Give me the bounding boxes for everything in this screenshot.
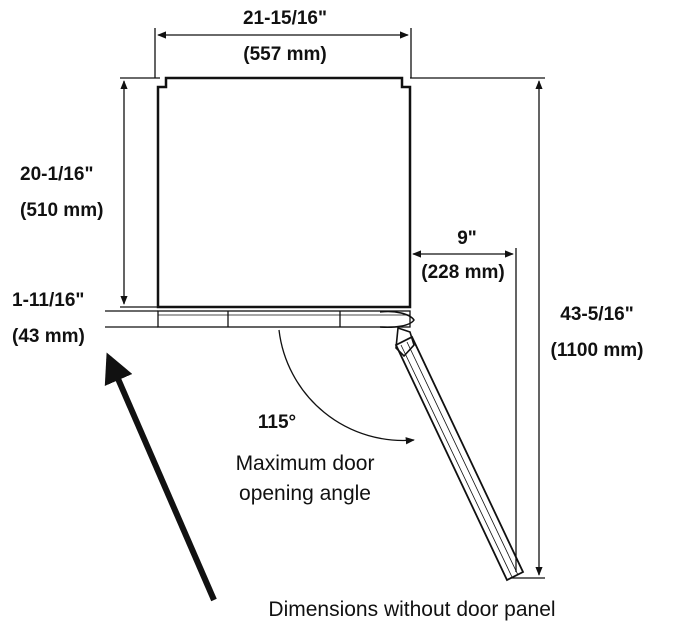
width-imperial-label: 21-15/16": [243, 8, 327, 29]
door-panel-note: Dimensions without door panel: [268, 598, 555, 621]
door-strip: [157, 310, 415, 328]
door-angle-arc: [278, 329, 415, 445]
total-depth-dimension: [410, 77, 545, 579]
body-depth-metric-label: (510 mm): [20, 200, 103, 221]
width-metric-label: (557 mm): [243, 44, 326, 65]
total-depth-metric-label: (1100 mm): [551, 340, 644, 361]
width-dimension: [154, 28, 412, 78]
door-thickness-imperial-label: 1-11/16": [12, 290, 84, 311]
body-depth-dimension: [120, 77, 160, 308]
total-depth-imperial-label: 43-5/16": [560, 304, 633, 325]
door-angle-caption-line1: Maximum door: [236, 452, 375, 475]
door-clearance-metric-label: (228 mm): [421, 262, 504, 283]
fridge-body: [156, 76, 412, 309]
door-thickness-metric-label: (43 mm): [12, 326, 85, 347]
door-clearance-imperial-label: 9": [457, 228, 477, 249]
open-door: [394, 335, 525, 582]
door-angle-value: 115°: [258, 412, 296, 433]
body-depth-imperial-label: 20-1/16": [20, 164, 93, 185]
door-thickness-dimension: [105, 310, 158, 328]
door-angle-caption-line2: opening angle: [239, 482, 371, 505]
pointer-arrow: [104, 352, 217, 602]
door-clearance-dimension: [412, 248, 517, 572]
